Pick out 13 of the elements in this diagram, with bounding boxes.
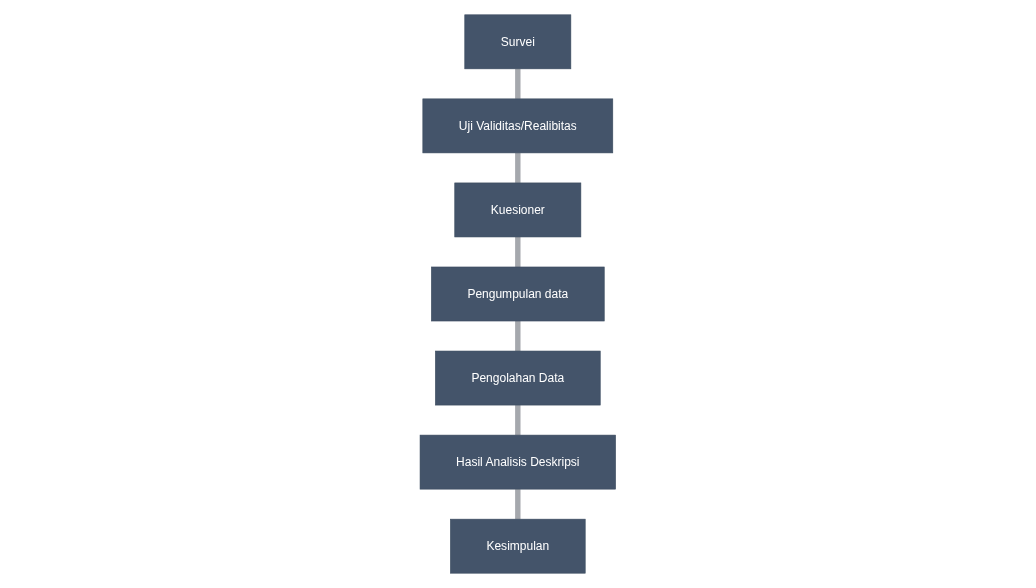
connector [515, 321, 521, 352]
node-box: Pengumpulan data [431, 266, 605, 322]
node-box: Kesimpulan [450, 518, 586, 574]
connector [515, 152, 521, 183]
connector [515, 236, 521, 267]
node-box: Hasil Analisis Deskripsi [419, 434, 617, 490]
connector [515, 489, 521, 520]
node-box: Pengolahan Data [435, 350, 601, 406]
node-box: Kuesioner [454, 182, 582, 238]
node-box: Uji Validitas/Realibitas [422, 98, 614, 154]
connector [515, 68, 521, 99]
node-box: Survei [464, 14, 572, 70]
connector [515, 405, 521, 436]
